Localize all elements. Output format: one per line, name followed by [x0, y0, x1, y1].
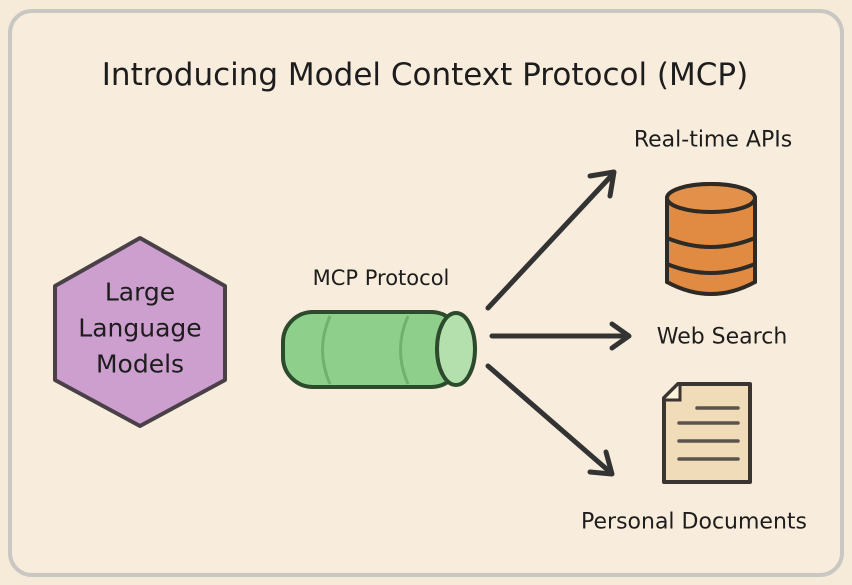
database-icon — [665, 182, 757, 296]
llm-hexagon — [53, 236, 227, 428]
llm-label-line: Models — [95, 349, 185, 379]
mcp-protocol-label: MCP Protocol — [312, 266, 450, 290]
page-title: Introducing Model Context Protocol (MCP) — [101, 57, 749, 93]
real-time-apis-label: Real-time APIs — [633, 127, 793, 153]
frame-border — [8, 9, 844, 577]
mcp-cylinder — [281, 310, 477, 389]
arrow-to-apis — [485, 169, 617, 311]
web-search-label: Web Search — [656, 324, 788, 350]
document-icon — [662, 382, 752, 484]
arrow-to-web-search — [489, 321, 632, 351]
llm-label-line: Large — [104, 277, 176, 307]
arrow-to-documents — [485, 363, 615, 477]
llm-label-line: Language — [78, 313, 202, 343]
personal-documents-label: Personal Documents — [581, 509, 807, 535]
